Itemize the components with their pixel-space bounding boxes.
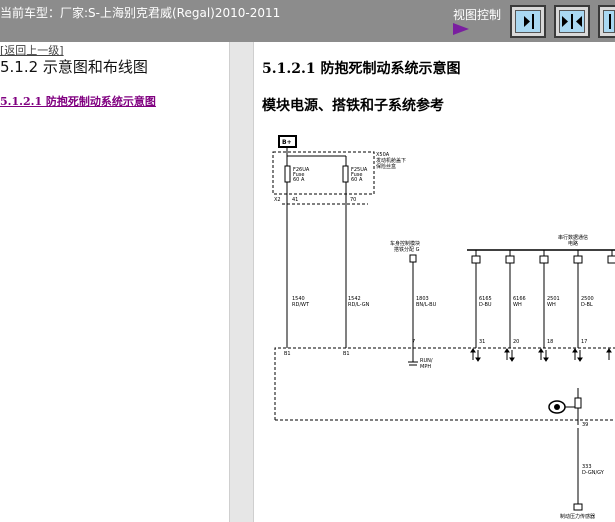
- wire3-circuit: 1803: [416, 296, 429, 302]
- wire6-circuit: 2501: [547, 296, 560, 302]
- bottom-label: 制动压力传感器: [560, 513, 595, 520]
- ignition-ground-icon: [408, 348, 418, 366]
- view-control-label: 视图控制: [453, 8, 502, 22]
- bus-label-1: 串行数据通信: [558, 234, 588, 241]
- wiring-diagram: B+ X50A 发动机舱盖下 保险丝盒 F26UA Fuse 60 A F25U…: [272, 135, 615, 520]
- page-title: 5.1.2.1 防抱死制动系统示意图: [262, 61, 461, 77]
- bottom-wire-circuit: 333: [582, 464, 592, 470]
- wire2-circuit: 1542: [348, 296, 361, 302]
- pin-70: 70: [350, 197, 356, 203]
- page-subtitle: 模块电源、搭铁和子系统参考: [262, 98, 444, 114]
- pin-41: 41: [292, 197, 298, 203]
- wire1-circuit: 1540: [292, 296, 305, 302]
- pane-divider[interactable]: [229, 42, 254, 522]
- brake-pressure-sensor-icon: [548, 388, 582, 425]
- module-pin-6: 18: [547, 339, 553, 345]
- wire2-color: RD/L-GN: [348, 302, 370, 308]
- vehicle-info: 当前车型：厂家:S-上海别克君威(Regal)2010-2011: [0, 6, 281, 20]
- connector-x2: X2: [274, 197, 281, 203]
- wire1-color: RD/WT: [292, 302, 310, 308]
- ignition-label-1: RUN/: [420, 358, 433, 364]
- view-button-split[interactable]: [554, 5, 590, 38]
- view-button-expand-left[interactable]: [598, 5, 615, 38]
- view-button-expand-right[interactable]: [510, 5, 546, 38]
- ground-label-1: 车身控制模块: [390, 240, 420, 247]
- ground-label-2: 搭铁分配 G: [394, 246, 420, 253]
- ignition-label-2: MPH: [420, 364, 431, 370]
- fuse2-type: Fuse: [351, 172, 362, 178]
- fuse1-type: Fuse: [293, 172, 304, 178]
- wire3-color: BN/L-BU: [416, 302, 437, 308]
- ground-connector: [409, 254, 417, 263]
- module-pin-7: 17: [581, 339, 587, 345]
- section-heading: 5.1.2 示意图和布线图: [0, 58, 148, 76]
- fuse-f26ua: [284, 165, 291, 183]
- box-label-2: 发动机舱盖下: [376, 157, 406, 164]
- fuse-f25ua: [342, 165, 349, 183]
- wire5-color: WH: [513, 302, 522, 308]
- fuse1-name: F26UA: [293, 167, 310, 173]
- split-arrows-icon: [562, 14, 582, 29]
- wire6-color: WH: [547, 302, 556, 308]
- module-pin-3: 7: [412, 339, 415, 345]
- wire7-circuit: 2500: [581, 296, 594, 302]
- toc-link-abs-diagram[interactable]: 5.1.2.1 防抱死制动系统示意图: [0, 95, 156, 108]
- arrow-right-bar-icon: [524, 14, 534, 29]
- bottom-connector: [573, 503, 583, 511]
- back-link[interactable]: [返回上一级]: [0, 44, 64, 57]
- wire4-color: D-BU: [479, 302, 492, 308]
- pin-39: 39: [582, 422, 588, 428]
- module-pin-1: B1: [284, 351, 291, 357]
- wire7-color: D-BL: [581, 302, 593, 308]
- box-label-1: X50A: [376, 152, 390, 158]
- top-bar: 当前车型：厂家:S-上海别克君威(Regal)2010-2011 视图控制: [0, 0, 615, 42]
- module-pin-5: 20: [513, 339, 519, 345]
- battery-label: B+: [282, 139, 292, 146]
- fuse-box-outline: [272, 151, 375, 195]
- box-label-3: 保险丝盒: [376, 163, 396, 170]
- bus-drops: [471, 250, 615, 348]
- fuse2-name: F25UA: [351, 167, 368, 173]
- fuse1-rating: 60 A: [293, 177, 305, 183]
- module-outline: [274, 347, 615, 420]
- module-pin-4: 31: [479, 339, 485, 345]
- fuse2-rating: 60 A: [351, 177, 363, 183]
- wire4-circuit: 6165: [479, 296, 492, 302]
- view-control-arrow-icon: [453, 23, 469, 35]
- wire5-circuit: 6166: [513, 296, 526, 302]
- left-pane: [0, 42, 229, 522]
- module-pin-2: B1: [343, 351, 350, 357]
- bottom-wire-color: D-GN/GY: [582, 470, 605, 476]
- bus-label-2: 电路: [568, 240, 578, 247]
- bar-arrow-left-icon: [609, 14, 611, 29]
- data-arrows-icon: [470, 348, 612, 362]
